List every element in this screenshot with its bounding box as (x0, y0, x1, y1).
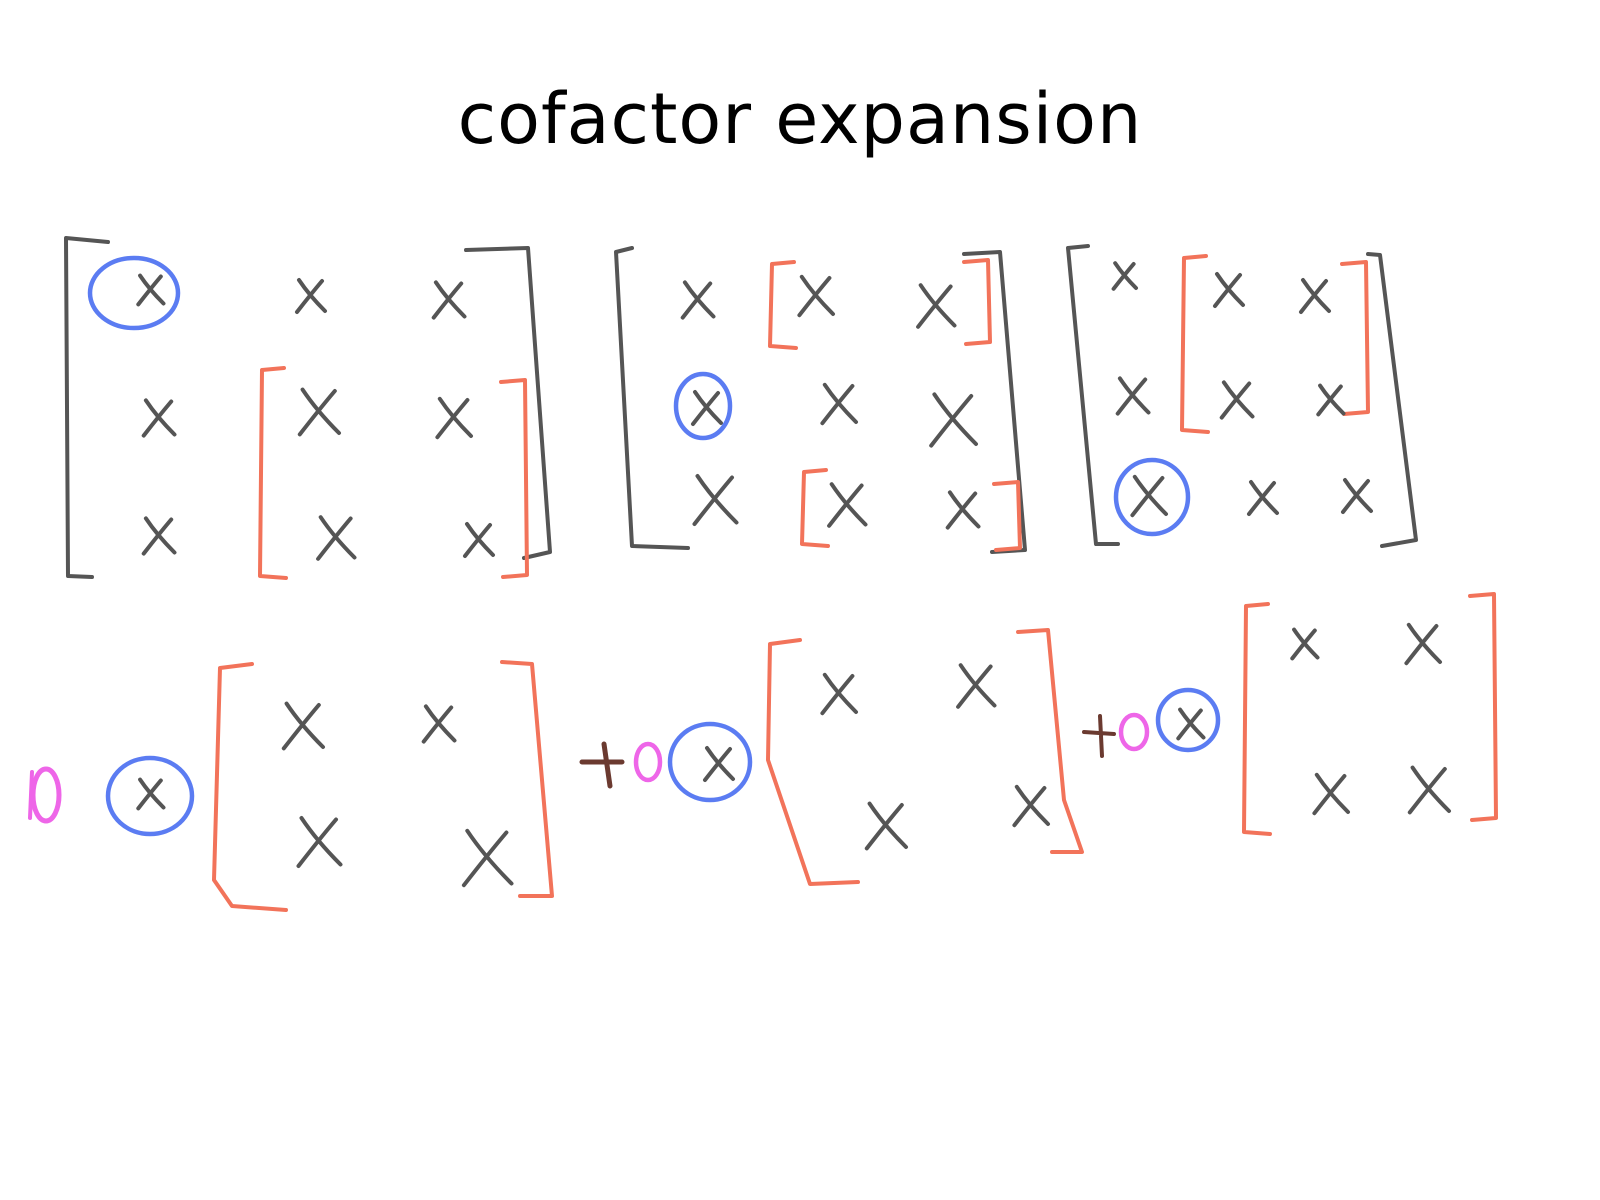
minor-bracket-right (499, 378, 529, 579)
handwritten-x (703, 746, 735, 782)
handwritten-x (463, 522, 495, 558)
pivot-circle (105, 755, 195, 837)
slide-title: cofactor expansion (457, 78, 1143, 160)
matrix-bracket-left (614, 246, 690, 550)
handwritten-x (281, 701, 325, 751)
handwritten-x (1290, 627, 1320, 661)
handwritten-x (691, 390, 723, 426)
minor-bracket-right (500, 660, 554, 898)
handwritten-x (1299, 278, 1331, 314)
handwritten-x (295, 278, 327, 314)
minor-bracket-left (1180, 254, 1210, 434)
handwritten-x (692, 474, 739, 526)
handwritten-x (1407, 765, 1451, 815)
matrix-bracket-left (1066, 244, 1120, 546)
handwritten-x (1213, 272, 1245, 308)
matrix-bracket-right (464, 246, 552, 560)
handwritten-x (827, 482, 868, 528)
handwritten-x (1219, 380, 1255, 420)
pivot-circle (1113, 457, 1191, 537)
matrix-bracket-left (64, 236, 110, 579)
handwritten-x (141, 398, 177, 438)
minor-bracket-left (212, 662, 288, 912)
zero-coefficient (28, 770, 34, 820)
plus-sign (579, 741, 625, 789)
minor-bracket-left (258, 366, 288, 580)
handwritten-x (141, 516, 177, 556)
handwritten-x (1341, 478, 1373, 514)
pivot-circle (673, 371, 733, 441)
handwritten-x (820, 672, 858, 716)
zero-coefficient (30, 766, 62, 824)
handwritten-x (797, 274, 835, 318)
pivot-circle (1155, 687, 1221, 753)
handwritten-x (136, 273, 166, 307)
handwritten-x (1316, 383, 1346, 417)
handwritten-x (431, 280, 467, 320)
handwritten-x (1312, 772, 1350, 816)
handwritten-x (956, 663, 997, 709)
handwritten-x (1012, 784, 1050, 828)
minor-bracket-right (1340, 260, 1370, 416)
minor-bracket-right (1468, 592, 1498, 822)
minor-bracket-left (800, 468, 830, 548)
handwritten-x (421, 704, 457, 744)
handwritten-x (864, 801, 908, 851)
minor-bracket-right (962, 258, 992, 346)
pivot-circle (87, 255, 181, 331)
handwritten-x (1115, 376, 1151, 416)
handwritten-x (316, 515, 357, 561)
handwritten-x (945, 490, 981, 530)
handwritten-x (1247, 480, 1279, 516)
plus-sign (1082, 714, 1116, 758)
handwritten-x (435, 396, 473, 440)
minor-bracket-left (768, 260, 798, 350)
minor-bracket-left (766, 638, 860, 886)
handwritten-x (916, 283, 957, 329)
minor-bracket-right (1016, 628, 1084, 854)
handwritten-x (929, 392, 978, 448)
handwritten-x (136, 777, 166, 811)
handwritten-x (820, 382, 858, 426)
handwritten-x (1404, 622, 1442, 666)
zero-coefficient (1118, 712, 1150, 752)
handwritten-x (680, 280, 716, 320)
matrix-bracket-right (962, 250, 1027, 554)
handwritten-x (296, 816, 343, 868)
handwritten-x (1111, 261, 1138, 291)
zero-coefficient (633, 741, 663, 783)
handwritten-x (461, 828, 514, 888)
minor-bracket-left (1242, 602, 1272, 836)
handwritten-x (1176, 707, 1206, 741)
handwritten-x (297, 387, 341, 437)
minor-bracket-right (992, 480, 1022, 552)
matrix-bracket-right (1366, 252, 1418, 548)
pivot-circle (667, 721, 753, 803)
handwritten-x (1130, 474, 1168, 518)
